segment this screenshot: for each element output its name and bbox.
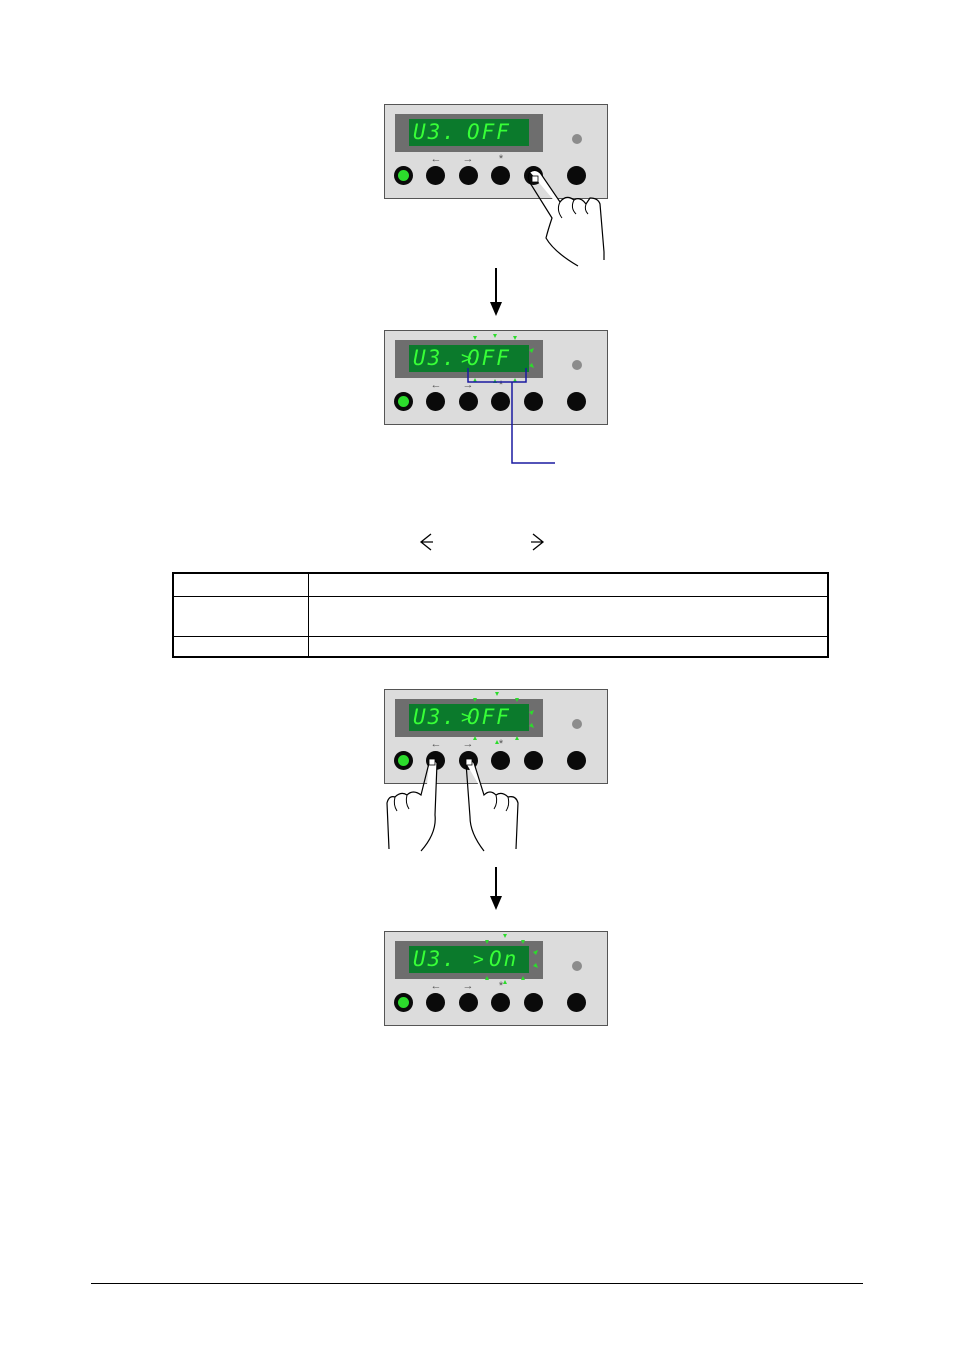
- table-cell: [172, 595, 309, 637]
- left-button[interactable]: [426, 166, 445, 185]
- down-arrow-icon: [495, 867, 497, 899]
- blink-mark-icon: [473, 334, 534, 383]
- table-cell: [308, 595, 829, 637]
- lcd-display: U3. OFF: [409, 119, 529, 146]
- left-arrow-label: ←: [430, 153, 442, 165]
- display-value: OFF: [467, 705, 511, 729]
- display-bezel: U3. > On: [395, 941, 543, 979]
- star-button[interactable]: [491, 751, 510, 770]
- extra-button[interactable]: [567, 392, 586, 411]
- down-arrow-head: [490, 896, 502, 910]
- operation-panel-2: U3. > OFF ← → *: [384, 330, 608, 425]
- status-lamp: [572, 719, 582, 729]
- operation-panel-1: U3. OFF ← → *: [384, 104, 608, 199]
- right-chevron-icon: [531, 533, 545, 551]
- operation-panel-3: U3. > OFF ← → *: [384, 689, 608, 784]
- right-arrow-label: →: [462, 379, 474, 391]
- callout-line: [467, 368, 555, 464]
- left-button[interactable]: [426, 392, 445, 411]
- display-parameter: U3.: [413, 120, 457, 144]
- extra-button[interactable]: [567, 751, 586, 770]
- left-arrow-label: ←: [430, 738, 442, 750]
- display-cursor: >: [461, 707, 474, 728]
- set-button[interactable]: [524, 993, 543, 1012]
- status-lamp: [572, 360, 582, 370]
- set-button[interactable]: [524, 751, 543, 770]
- display-bezel: U3. OFF: [395, 114, 543, 152]
- status-lamp: [572, 134, 582, 144]
- display-bezel: U3. > OFF: [395, 340, 543, 378]
- extra-button[interactable]: [567, 993, 586, 1012]
- power-button[interactable]: [394, 751, 413, 770]
- table-row: [172, 572, 829, 597]
- star-label: *: [498, 738, 504, 750]
- right-button[interactable]: [459, 166, 478, 185]
- display-value: OFF: [467, 346, 511, 370]
- set-button[interactable]: [524, 392, 543, 411]
- table-cell: [172, 572, 309, 597]
- star-label: *: [498, 379, 504, 391]
- settings-table: [172, 572, 829, 658]
- table-cell: [308, 572, 829, 597]
- display-value: On: [489, 947, 519, 971]
- blink-mark-icon: [473, 692, 534, 744]
- left-chevron-icon: [419, 533, 433, 551]
- right-button[interactable]: [459, 993, 478, 1012]
- display-parameter: U3.: [413, 705, 457, 729]
- display-parameter: U3.: [413, 947, 457, 971]
- hand-pointer-icon: [527, 169, 605, 267]
- star-label: *: [498, 980, 504, 992]
- right-arrow-label: →: [462, 738, 474, 750]
- table-cell: [308, 635, 829, 658]
- display-cursor: >: [461, 348, 474, 369]
- table-row: [172, 595, 829, 637]
- display-cursor: >: [473, 949, 486, 970]
- table-row: [172, 635, 829, 658]
- extra-button[interactable]: [567, 166, 586, 185]
- power-button[interactable]: [394, 166, 413, 185]
- footer-rule: [91, 1283, 863, 1284]
- table-cell: [172, 635, 309, 658]
- blink-mark-icon: [485, 934, 538, 984]
- display-value: OFF: [467, 120, 511, 144]
- display-bezel: U3. > OFF: [395, 699, 543, 737]
- star-label: *: [498, 153, 504, 165]
- down-arrow-icon: [495, 268, 497, 306]
- right-arrow-label: →: [462, 980, 474, 992]
- left-arrow-label: ←: [430, 980, 442, 992]
- power-button[interactable]: [394, 993, 413, 1012]
- hand-pointer-icon: [386, 758, 438, 852]
- left-button[interactable]: [426, 993, 445, 1012]
- right-button[interactable]: [459, 392, 478, 411]
- power-button[interactable]: [394, 392, 413, 411]
- lcd-display: U3. > OFF: [409, 345, 529, 372]
- hand-pointer-icon: [465, 758, 519, 852]
- left-arrow-label: ←: [430, 379, 442, 391]
- star-button[interactable]: [491, 993, 510, 1012]
- status-lamp: [572, 961, 582, 971]
- display-parameter: U3.: [413, 346, 457, 370]
- right-arrow-label: →: [462, 153, 474, 165]
- lcd-display: U3. > OFF: [409, 704, 529, 731]
- down-arrow-head: [490, 302, 502, 316]
- star-button[interactable]: [491, 166, 510, 185]
- star-button[interactable]: [491, 392, 510, 411]
- lcd-display: U3. > On: [409, 946, 529, 973]
- operation-panel-4: U3. > On ← → *: [384, 931, 608, 1026]
